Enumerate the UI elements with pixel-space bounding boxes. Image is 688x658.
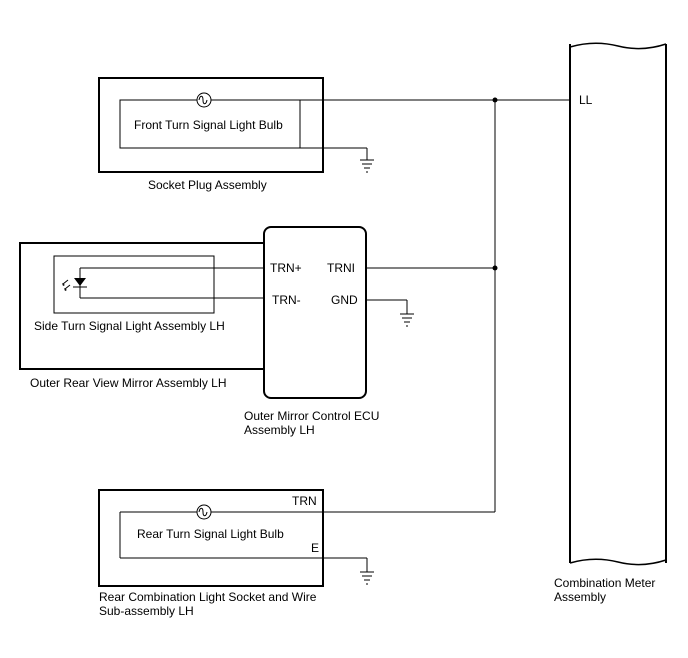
- combination-meter-label-1: Combination Meter: [554, 576, 655, 590]
- side-light-label: Side Turn Signal Light Assembly LH: [34, 319, 225, 333]
- socket-plug-label: Socket Plug Assembly: [148, 178, 267, 192]
- rear-bulb-label: Rear Turn Signal Light Bulb: [137, 527, 284, 541]
- pin-gnd: GND: [331, 293, 358, 307]
- mirror-assembly-box: [19, 242, 265, 370]
- side-light-inner-box: [53, 255, 215, 314]
- front-bulb-label: Front Turn Signal Light Bulb: [134, 118, 283, 132]
- mirror-assembly-label: Outer Rear View Mirror Assembly LH: [30, 376, 227, 390]
- ground-icon: [360, 159, 374, 173]
- pin-trn-minus: TRN-: [272, 293, 301, 307]
- rear-socket-label-2: Sub-assembly LH: [99, 604, 194, 618]
- led-icon: [62, 278, 87, 291]
- pin-e: E: [311, 541, 319, 555]
- combination-meter-label-2: Assembly: [554, 590, 606, 604]
- pin-trn-plus: TRN+: [270, 261, 302, 275]
- pin-trni: TRNI: [327, 261, 355, 275]
- socket-plug-box: [98, 77, 324, 173]
- pin-trn: TRN: [292, 494, 317, 508]
- rear-socket-box: [98, 489, 324, 587]
- junction-dot: [492, 97, 498, 103]
- ground-icon: [400, 313, 414, 327]
- ecu-box: [263, 226, 367, 399]
- front-bulb-symbol: [196, 92, 212, 108]
- pin-ll: LL: [579, 93, 593, 107]
- rear-bulb-symbol: [196, 504, 212, 520]
- rear-socket-label-1: Rear Combination Light Socket and Wire: [99, 590, 317, 604]
- combination-meter-block: [569, 42, 667, 566]
- ecu-label-2: Assembly LH: [244, 423, 315, 437]
- ecu-label-1: Outer Mirror Control ECU: [244, 409, 379, 423]
- ground-icon: [360, 571, 374, 585]
